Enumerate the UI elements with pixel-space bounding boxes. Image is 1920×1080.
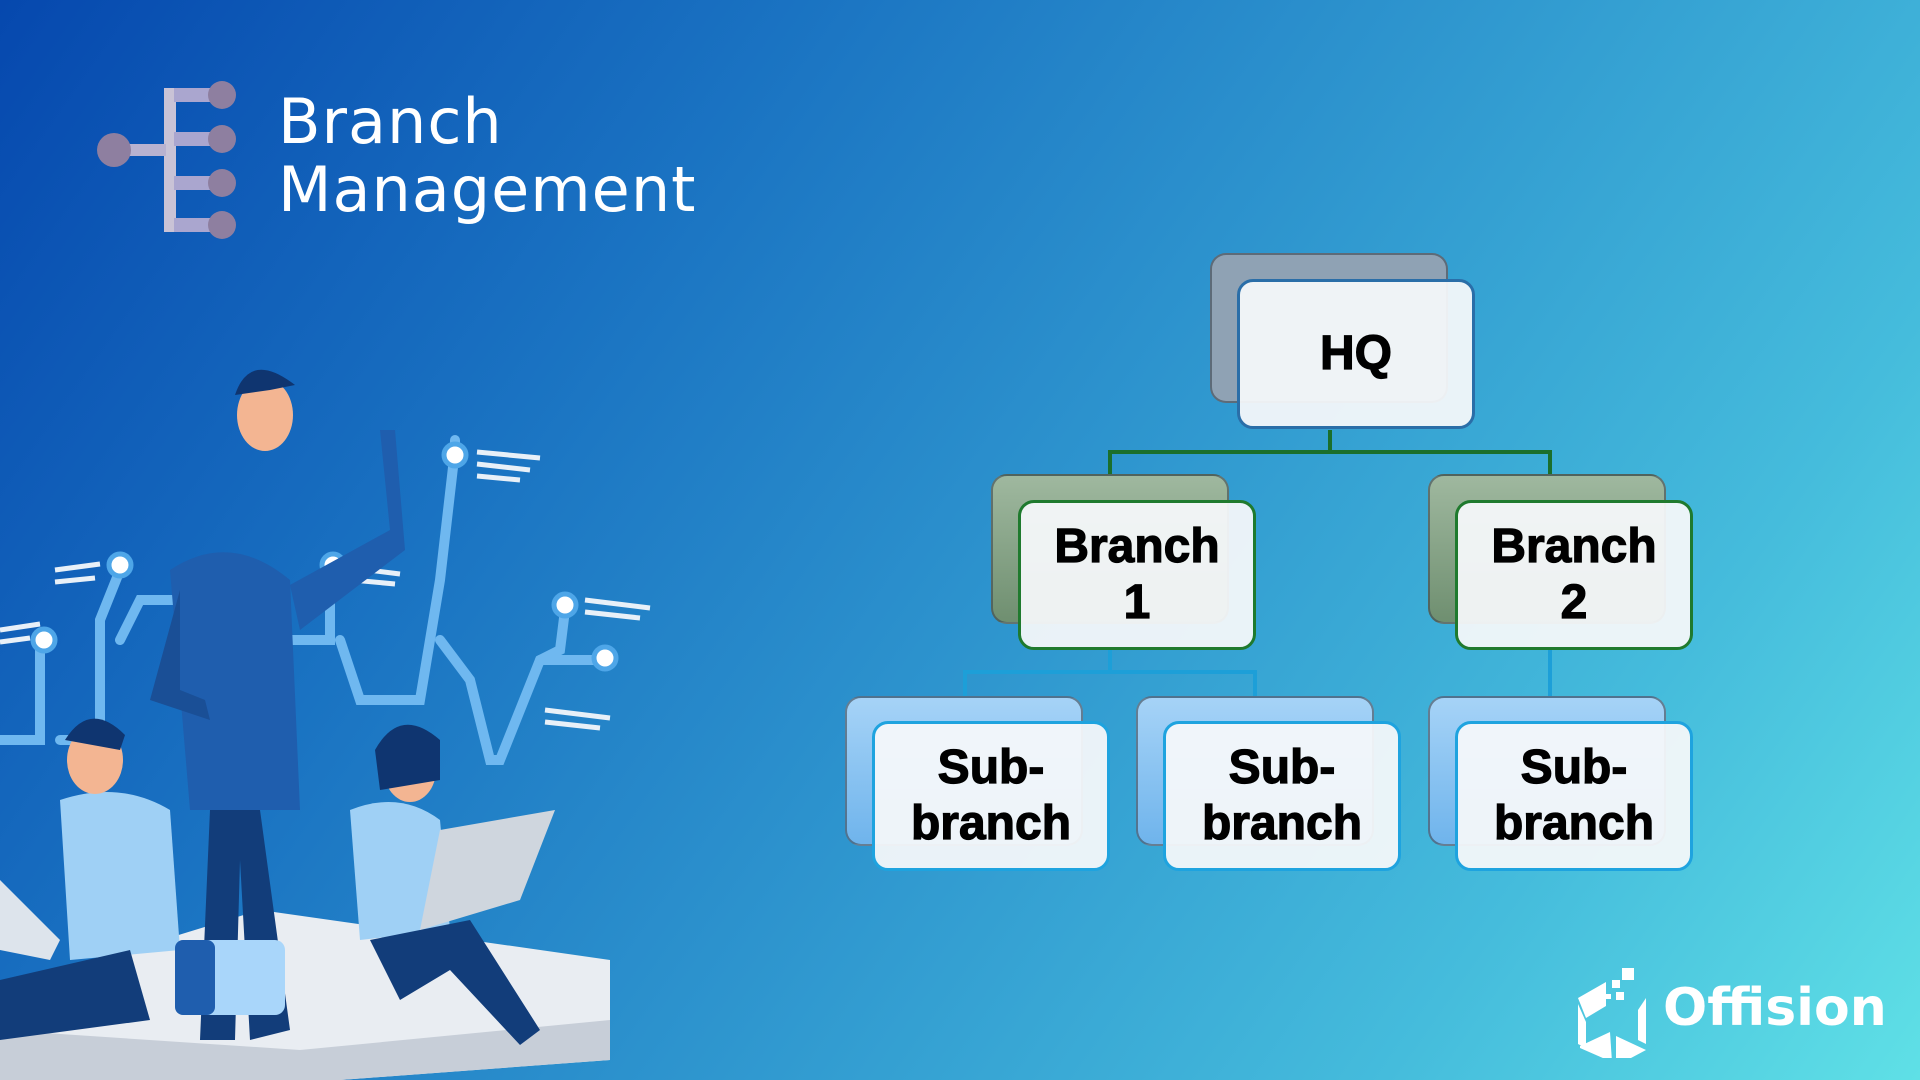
branch-number: 1 — [1123, 575, 1151, 629]
connector-hq — [1328, 430, 1332, 454]
title-line-1: Branch — [278, 85, 503, 158]
hq-node[interactable]: HQ — [1237, 279, 1475, 429]
sub-branch-label: branch — [910, 796, 1072, 850]
page-title: Branch Management — [278, 88, 696, 224]
title-line-2: Management — [278, 153, 697, 226]
connector-branch-1 — [1108, 450, 1112, 476]
branch-label: Branch — [1491, 519, 1658, 573]
team-illustration — [0, 369, 651, 1080]
brand-name: Offision — [1663, 978, 1887, 1038]
sub-branch-3-node[interactable]: Sub-branch — [1455, 721, 1693, 871]
sub-branch-label: Sub- — [1228, 740, 1336, 794]
sub-branch-label: branch — [1201, 796, 1363, 850]
sub-branch-label: Sub- — [937, 740, 1045, 794]
connector-sub-1 — [963, 670, 967, 698]
sub-branch-2-node[interactable]: Sub-branch — [1163, 721, 1401, 871]
connector-branch-1-down — [1108, 650, 1112, 672]
hq-label: HQ — [1319, 326, 1392, 380]
sub-branch-1-node[interactable]: Sub-branch — [872, 721, 1110, 871]
sub-branch-label: branch — [1493, 796, 1655, 850]
org-tree-icon — [97, 81, 236, 239]
connector-branch-2 — [1548, 450, 1552, 476]
sub-branch-label: Sub- — [1520, 740, 1628, 794]
branch-label: Branch — [1054, 519, 1221, 573]
connector-hq-branches — [1108, 450, 1552, 454]
branch-number: 2 — [1560, 575, 1588, 629]
connector-sub-2 — [1253, 670, 1257, 698]
connector-branch-1-subs — [963, 670, 1257, 674]
offision-logo-icon — [1578, 968, 1646, 1058]
connector-sub-3 — [1548, 650, 1552, 698]
